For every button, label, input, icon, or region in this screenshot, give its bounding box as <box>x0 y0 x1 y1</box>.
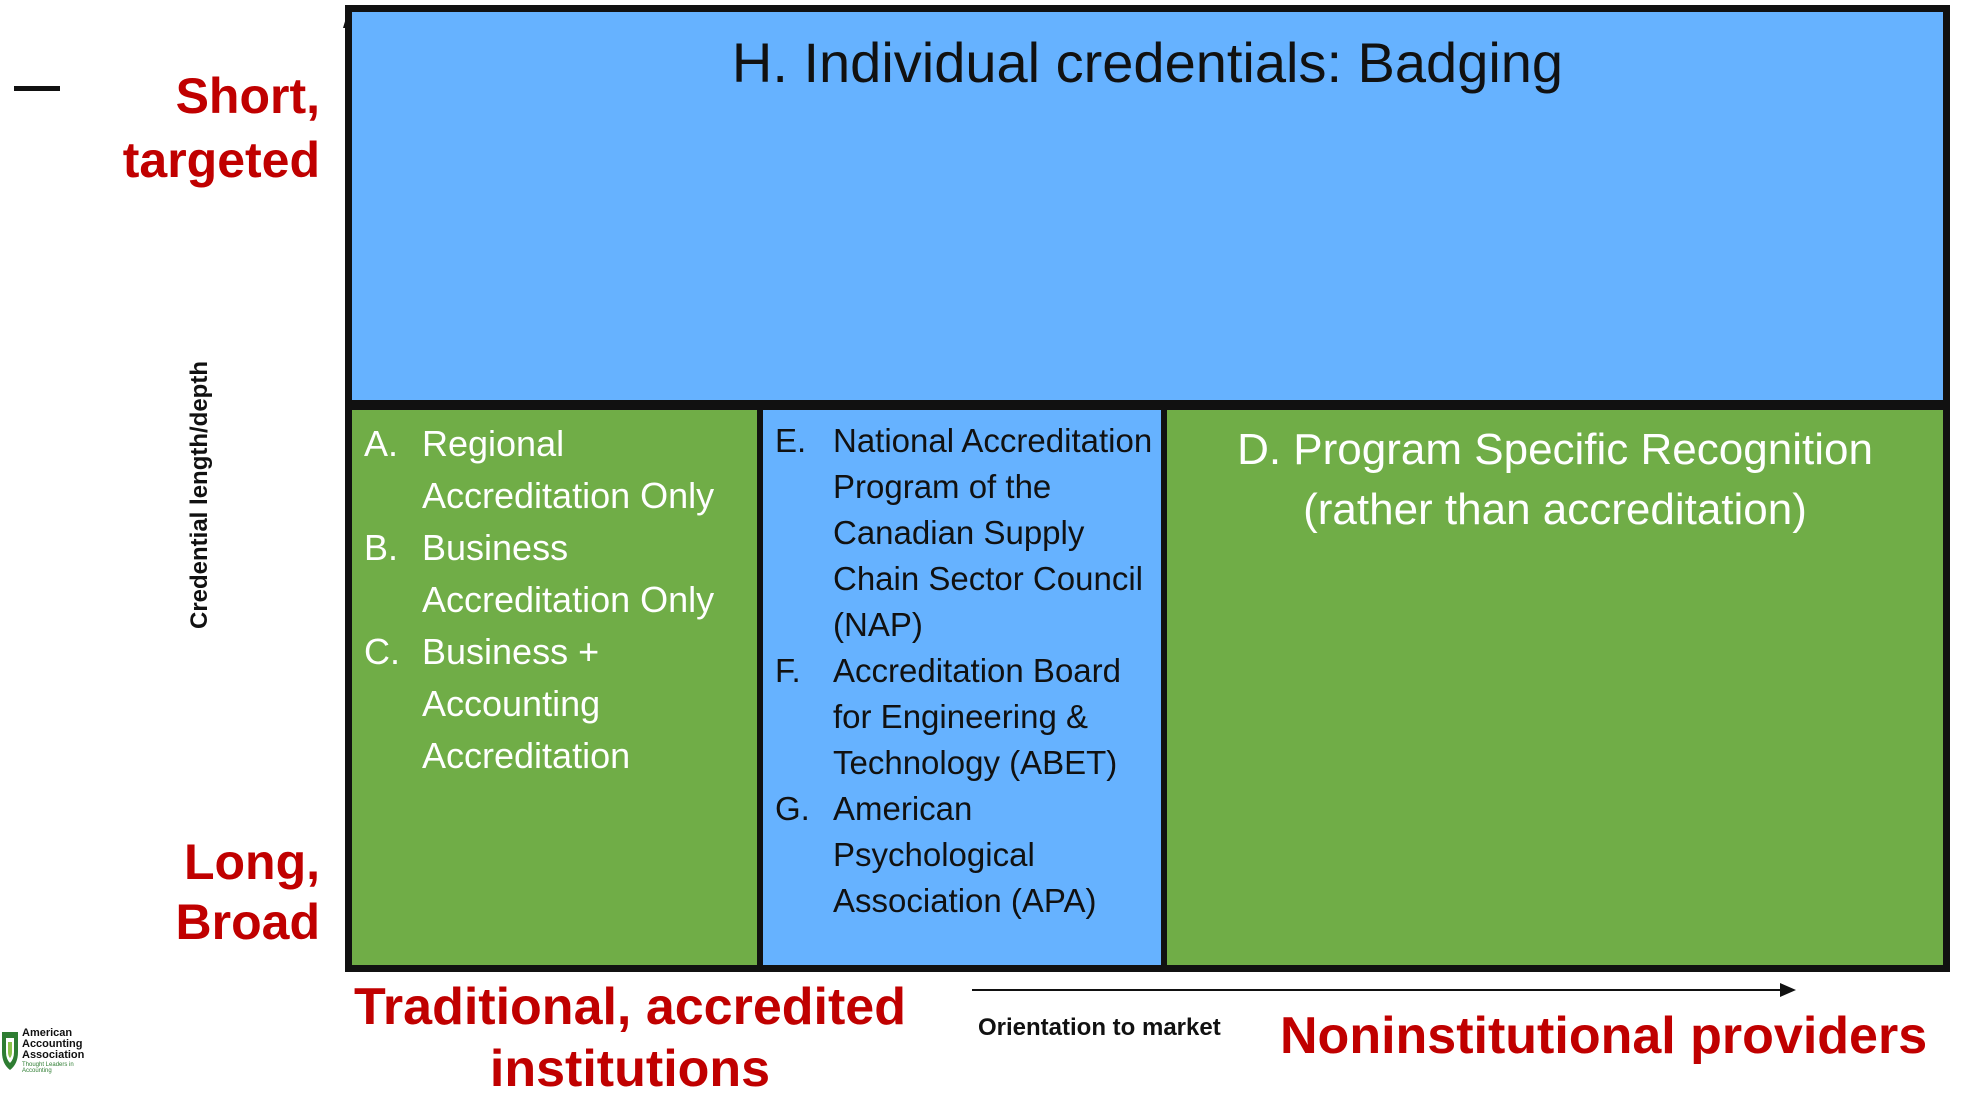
logo-tagline: Thought Leaders in Accounting <box>22 1062 74 1074</box>
logo-name: American Accounting Association <box>22 1027 85 1061</box>
item-text: Business Accreditation Only <box>422 527 715 620</box>
item-text: Accreditation Board for Engineering & Te… <box>833 652 1121 781</box>
list-item-a: A. Regional Accreditation Only <box>364 418 754 522</box>
list-item-b: B. Business Accreditation Only <box>364 522 754 626</box>
abc-list: A. Regional Accreditation Only B. Busine… <box>364 418 754 782</box>
item-letter: A. <box>364 423 399 464</box>
item-text: American Psychological Association (APA) <box>833 790 1097 919</box>
x-axis-left-label: Traditional, accredited institutions <box>354 978 906 1098</box>
x-axis-arrow <box>972 983 1796 997</box>
cell-program-accreditation-efg: E. National Accreditation Program of the… <box>763 410 1161 965</box>
list-item-f: F. Accreditation Board for Engineering &… <box>775 648 1159 786</box>
shield-icon <box>2 1032 18 1070</box>
cell-h-title: H. Individual credentials: Badging <box>731 31 1564 94</box>
aaa-logo: American Accounting Association Thought … <box>0 1026 110 1078</box>
list-item-g: G. American Psychological Association (A… <box>775 786 1159 924</box>
x-axis-right-label: Noninstitutional providers <box>1280 1007 1928 1065</box>
list-item-c: C. Business + Accounting Accreditation <box>364 626 754 782</box>
item-text: Regional Accreditation Only <box>422 423 715 516</box>
item-text: Business + Accounting Accreditation <box>422 631 631 776</box>
y-axis-bottom-label: Long, Broad <box>175 834 320 950</box>
y-axis-top-label: Short, targeted <box>122 68 320 188</box>
x-axis-title: Orientation to market <box>978 1014 1221 1041</box>
item-text: National Accreditation Program of the Ca… <box>833 422 1153 643</box>
dash-mark <box>14 86 60 91</box>
item-letter: B. <box>364 527 399 568</box>
cell-program-specific-d: D. Program Specific Recognition (rather … <box>1167 410 1943 965</box>
item-letter: E. <box>775 422 807 459</box>
list-item-e: E. National Accreditation Program of the… <box>775 418 1159 648</box>
cell-h-badging: H. Individual credentials: Badging <box>352 12 1943 400</box>
cell-accreditation-abc: A. Regional Accreditation Only B. Busine… <box>352 410 757 965</box>
item-letter: G. <box>775 790 810 827</box>
efg-list: E. National Accreditation Program of the… <box>775 418 1159 924</box>
item-letter: F. <box>775 652 801 689</box>
y-axis-title: Credential length/depth <box>186 360 213 630</box>
cell-d-text: D. Program Specific Recognition (rather … <box>1237 425 1873 534</box>
item-letter: C. <box>364 631 400 672</box>
credential-matrix: H. Individual credentials: Badging A. Re… <box>345 5 1950 972</box>
